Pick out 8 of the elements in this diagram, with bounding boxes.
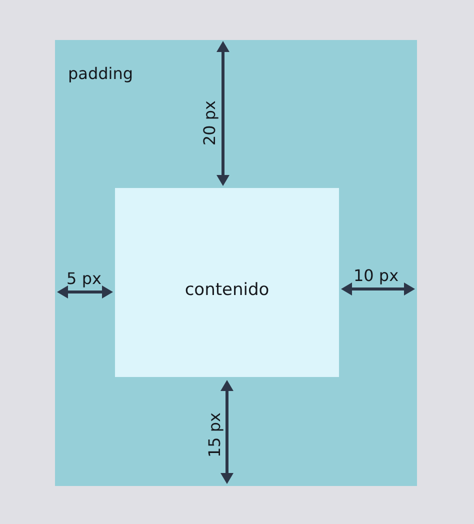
content-label: contenido (184, 281, 270, 301)
padding-area (55, 40, 417, 486)
content-box (115, 188, 339, 377)
dimension-label: 5 px (66, 270, 102, 288)
dimension-label: 10 px (353, 266, 399, 286)
area-title: padding (68, 65, 134, 84)
dimension-label: 20 px (200, 100, 220, 146)
dimension-label: 15 px (206, 412, 224, 458)
